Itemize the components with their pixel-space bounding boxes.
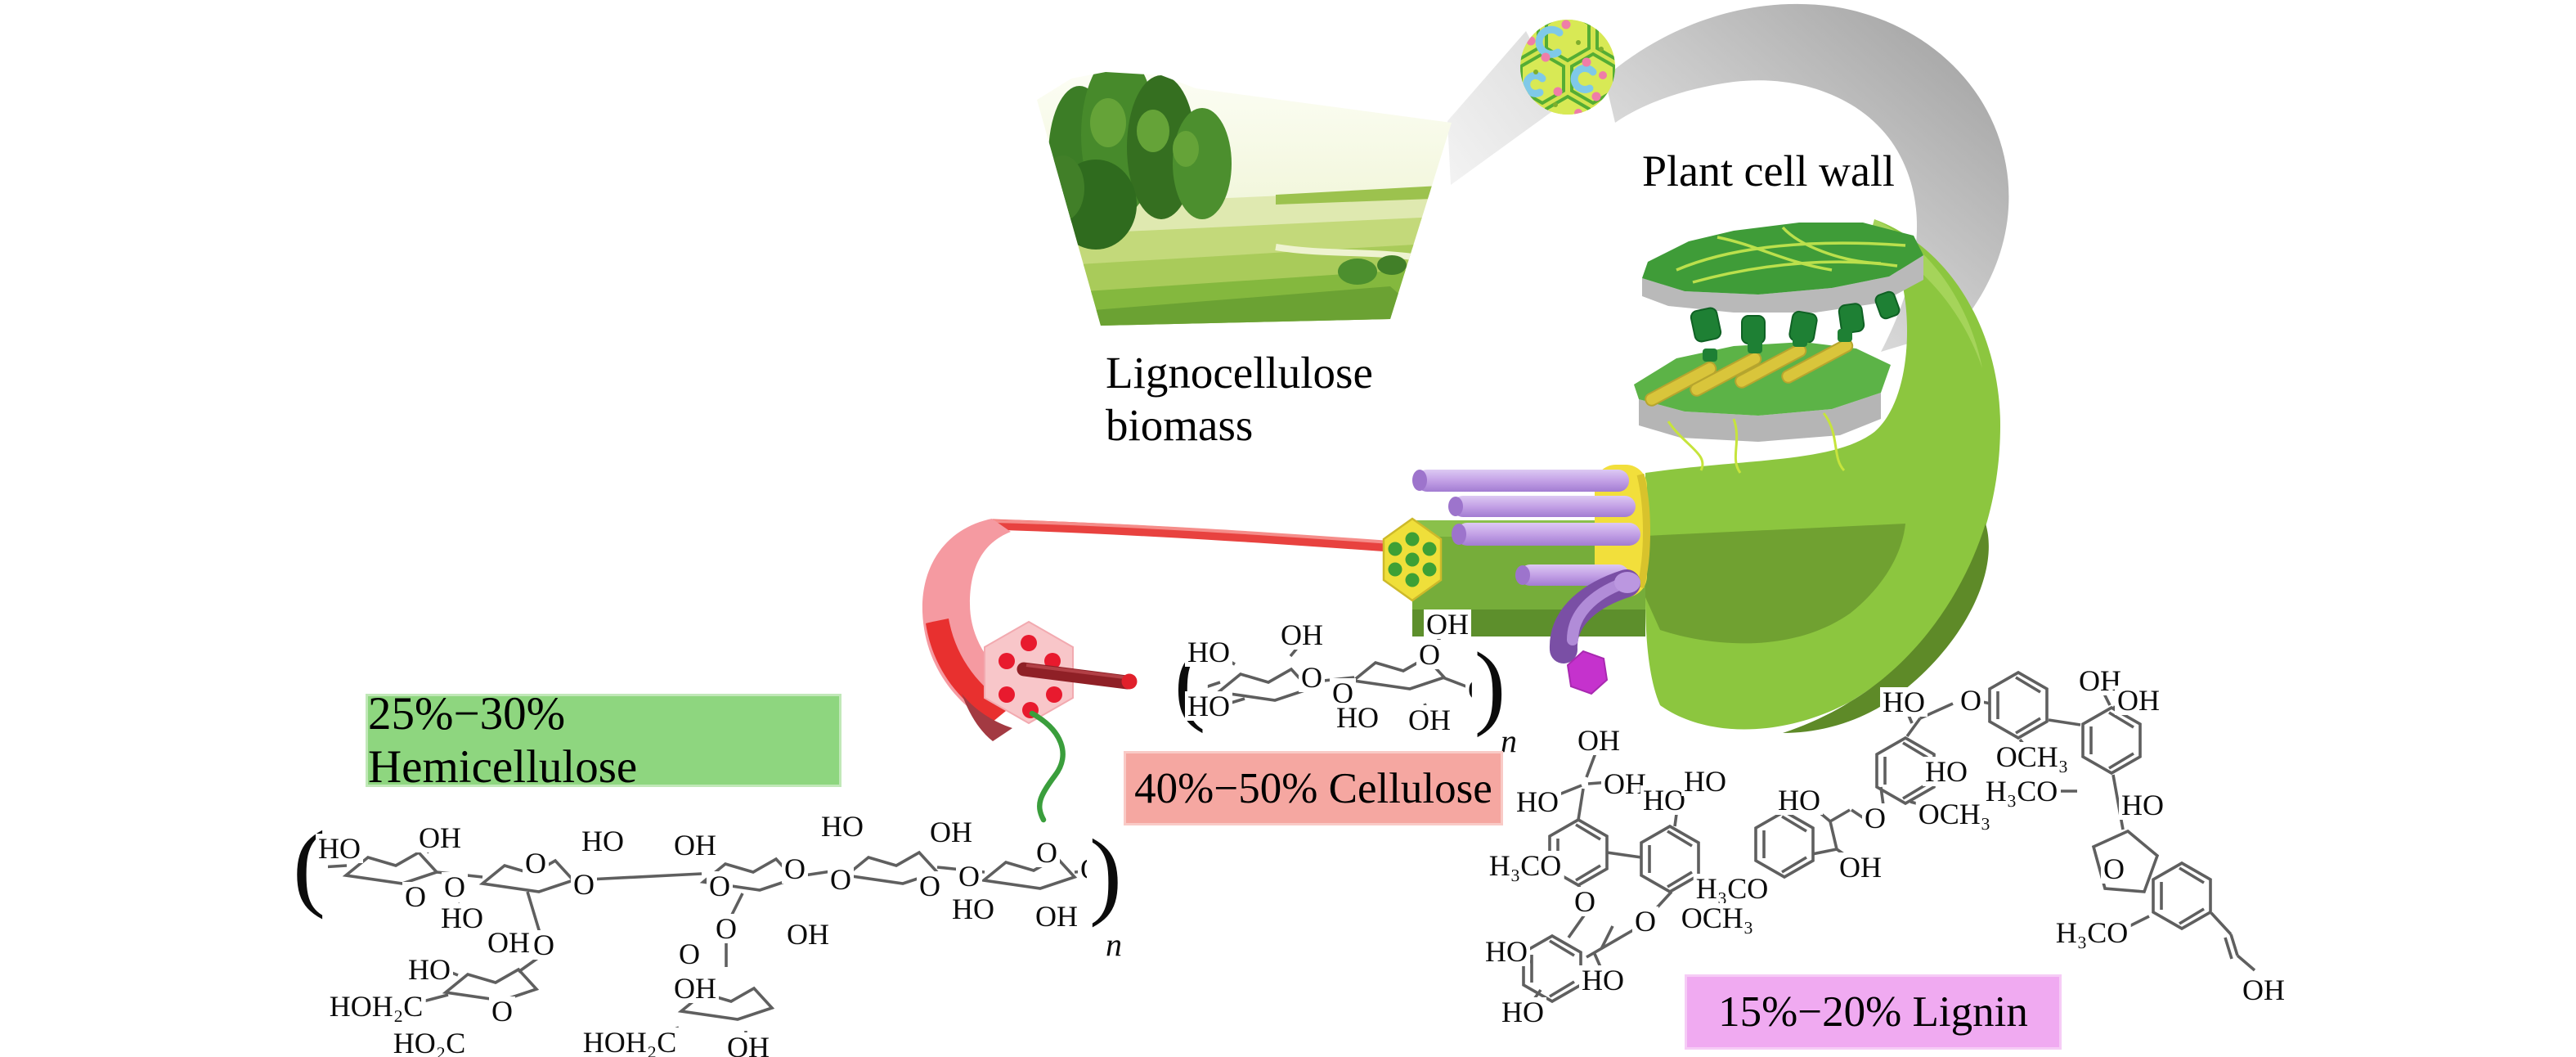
cellulose-percentage-box: 40%−50% Cellulose	[1124, 751, 1503, 825]
cellulose-strand	[922, 519, 1406, 823]
gray-band	[1604, 3, 2009, 352]
hemicellulose-tubes	[1412, 470, 1640, 586]
lignocellulose-biomass-label: Lignocellulose biomass	[1106, 347, 1373, 452]
cellulose-chain-thread	[1029, 710, 1066, 823]
cellulose-percentage-text: 40%−50% Cellulose	[1134, 764, 1492, 812]
biomass-label-line1: Lignocellulose	[1106, 348, 1373, 398]
biomass-label-line2: biomass	[1106, 400, 1254, 450]
lignin-percentage-text: 15%−20% Lignin	[1718, 988, 2028, 1036]
hemicellulose-percentage-text: 25%−30% Hemicellulose	[368, 688, 638, 793]
cell-wall-slabs	[1634, 223, 1923, 474]
lignin-skeleton	[1517, 671, 2256, 1003]
hemicellulose-percentage-box: 25%−30% Hemicellulose	[366, 688, 841, 793]
landscape-illustration	[1037, 72, 1452, 326]
cellulose-skeleton	[1200, 635, 1471, 713]
plant-cell-wall-label: Plant cell wall	[1642, 146, 1895, 196]
bundle-end-cap	[1382, 517, 1443, 602]
fiber-bundle	[1412, 465, 1650, 636]
lignin-percentage-box: 15%−20% Lignin	[1685, 974, 2062, 1050]
lignin-arrow	[1550, 569, 1640, 695]
hemicellulose-skeleton	[320, 830, 1098, 1039]
